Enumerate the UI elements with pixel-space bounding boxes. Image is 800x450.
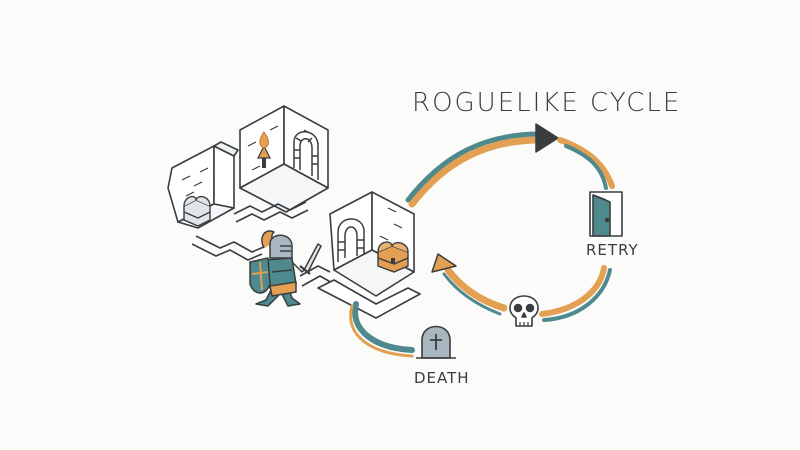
cycle-arrows (349, 123, 615, 358)
archway-icon (293, 131, 319, 180)
torch-icon (257, 131, 271, 168)
room-chest-left (167, 141, 239, 229)
knight-icon (249, 230, 322, 307)
corridors (191, 201, 335, 287)
door-icon[interactable] (589, 191, 623, 237)
arrowhead-return (431, 253, 457, 273)
arrowhead-top (535, 123, 559, 153)
diagram-title: ROGUELIKE CYCLE (412, 88, 682, 118)
room-torch-arch (239, 105, 329, 213)
skull-icon (509, 295, 539, 327)
sword-icon (299, 243, 322, 275)
tombstone-icon (416, 325, 456, 359)
archway-icon-front (337, 218, 365, 262)
retry-label: RETRY (586, 241, 639, 259)
treasure-chest-icon-front (377, 241, 409, 273)
death-label: DEATH (414, 369, 470, 387)
treasure-chest-icon (183, 195, 211, 227)
